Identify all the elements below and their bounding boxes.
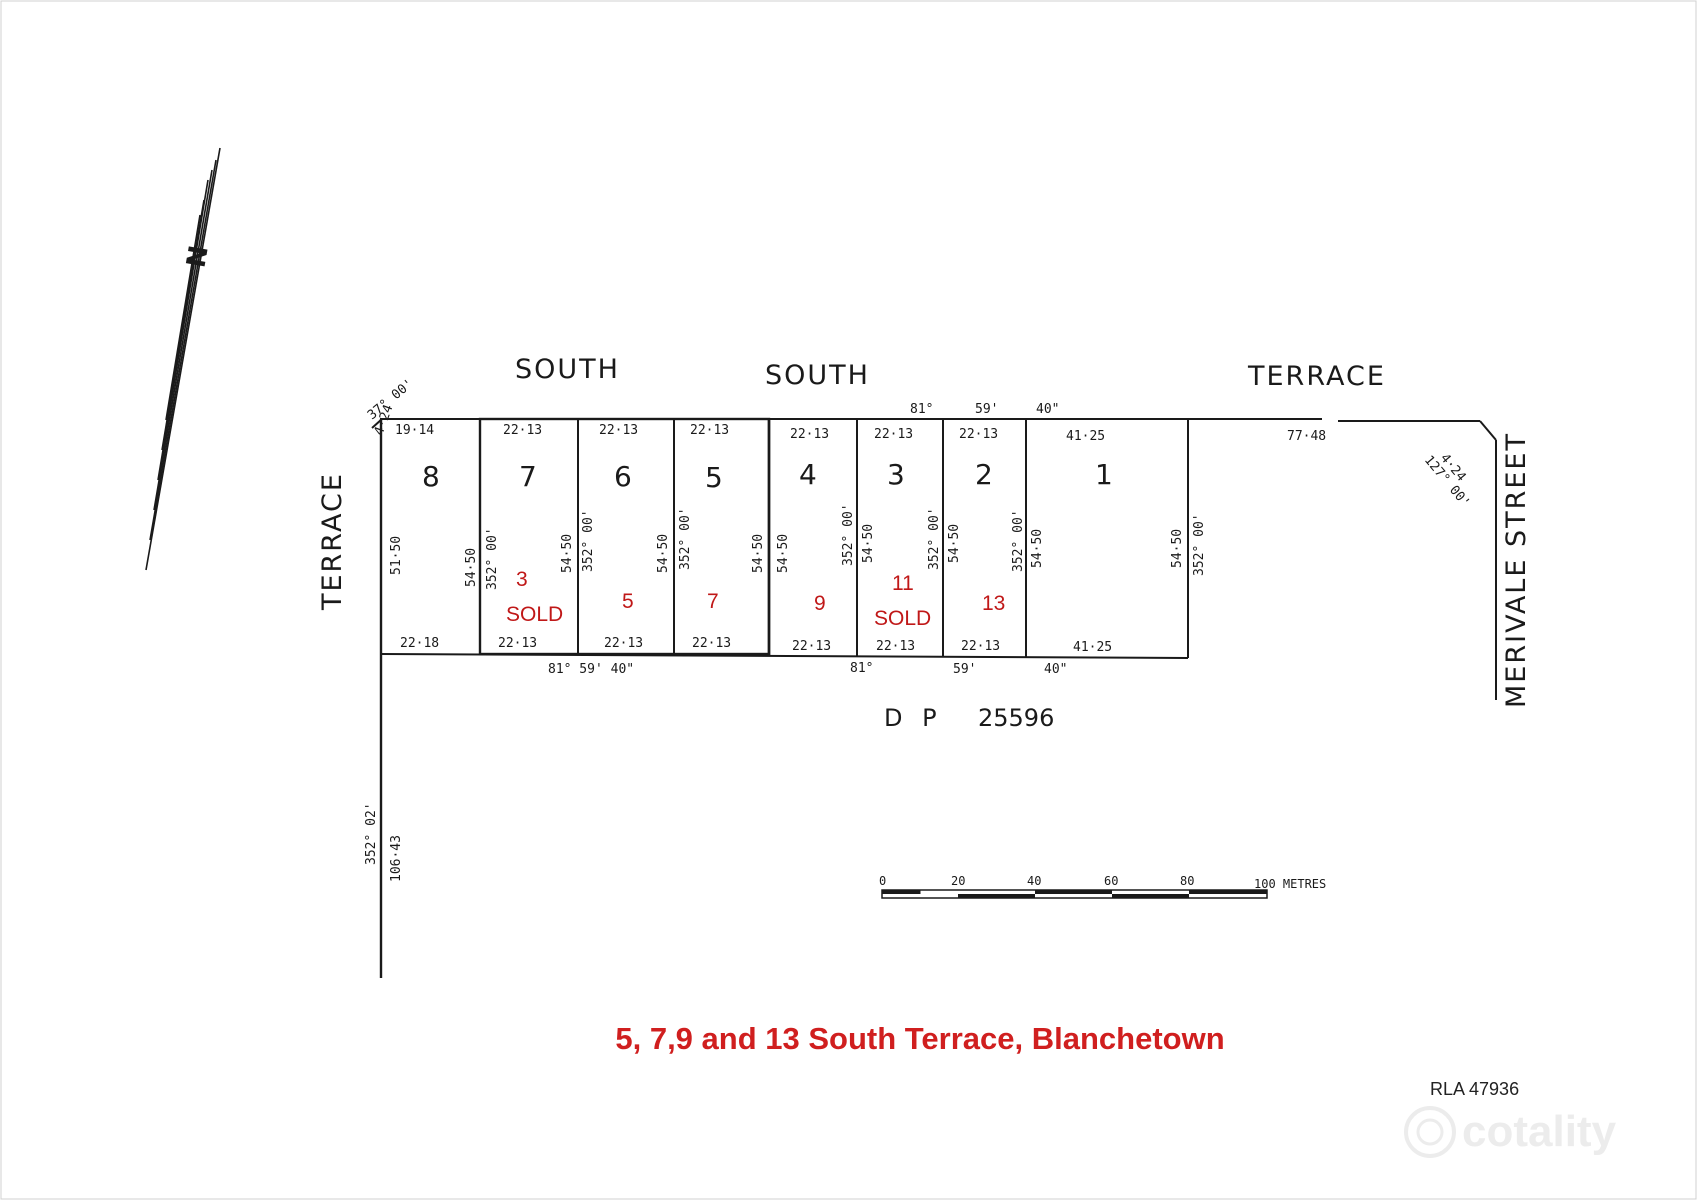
lot-dim-side: 54·50 [776, 534, 791, 573]
lot-bearing-side: 352° 00' [678, 507, 693, 570]
left-road-bearing: 352° 02' [364, 802, 379, 865]
lot-side-dimensions: 51·50 54·50 352° 00' 54·50 352° 00' 54·5… [389, 503, 1207, 590]
bearing-bottom-sec: 40" [1044, 662, 1067, 677]
lot-dim-top: 22·13 [959, 427, 998, 442]
lot-number: 2 [975, 458, 993, 491]
lot-dim-top: 22·13 [874, 427, 913, 442]
left-road-dist: 106·43 [389, 835, 404, 882]
lot-bearing-side: 352° 00' [841, 503, 856, 566]
lot-number: 6 [614, 460, 632, 493]
scale-tick: 0 [879, 874, 886, 888]
cotality-logo-icon [1404, 1106, 1456, 1158]
address-number: 9 [814, 592, 826, 615]
lot-number: 1 [1095, 458, 1113, 491]
lot-dim-top: 22·13 [599, 423, 638, 438]
address-overlays: 3 SOLD 5 7 9 11 SOLD 13 [506, 568, 1005, 630]
bearing-bottom-deg: 81° [850, 661, 873, 676]
lot-dim-top: 19·14 [395, 423, 434, 438]
lot-dim-side: 54·50 [947, 524, 962, 563]
lot-dim-side: 54·50 [1030, 529, 1045, 568]
lot-dim-top: 22·13 [790, 427, 829, 442]
lot-dim-bottom: 22·13 [792, 639, 831, 654]
lot-dim-top: 41·25 [1066, 429, 1105, 444]
lot-dim-bottom: 22·13 [876, 639, 915, 654]
scale-end-label: 100 METRES [1254, 877, 1326, 891]
north-arrow-label: N [181, 243, 214, 270]
boundary-lines [371, 417, 1497, 978]
lot-dim-bottom: 41·25 [1073, 640, 1112, 655]
bearing-bottom-min: 59' [953, 662, 976, 677]
address-number: 7 [707, 590, 719, 613]
lot-top-dimensions: 19·14 22·13 22·13 22·13 22·13 22·13 22·1… [395, 423, 1105, 444]
lot-number: 7 [519, 460, 537, 493]
lot-dim-side: 54·50 [560, 534, 575, 573]
lot-dim-side: 54·50 [751, 534, 766, 573]
dp-number: 25596 [978, 704, 1054, 732]
lot-dim-bottom: 22·13 [498, 636, 537, 651]
frontage-right: 77·48 [1287, 429, 1326, 444]
bearing-bottom-left: 81° 59' 40" [548, 662, 634, 677]
lot-dim-top: 22·13 [503, 423, 542, 438]
lot-bearing-side: 352° 00' [485, 527, 500, 590]
street-south-left: SOUTH [515, 354, 620, 385]
scale-tick: 80 [1180, 874, 1194, 888]
lot-number: 4 [799, 458, 817, 491]
lot-dim-bottom: 22·13 [961, 639, 1000, 654]
dp-label: D P [884, 704, 943, 732]
scale-tick: 20 [951, 874, 965, 888]
scale-tick: 60 [1104, 874, 1118, 888]
rla-number: RLA 47936 [1430, 1079, 1519, 1099]
street-terrace-left: TERRACE [317, 472, 348, 611]
lot-bearing-side: 352° 00' [927, 507, 942, 570]
north-arrow-icon [145, 147, 221, 571]
lot-bearing-side: 352° 00' [1192, 513, 1207, 576]
lot-dim-side: 51·50 [389, 536, 404, 575]
lot-number: 5 [705, 461, 723, 494]
lot-dim-bottom: 22·13 [604, 636, 643, 651]
street-merivale: MERIVALE STREET [1501, 432, 1532, 708]
bearing-top-min: 59' [975, 402, 998, 417]
scale-bar: 0 20 40 60 80 100 METRES [879, 874, 1326, 899]
lot-dim-bottom: 22·18 [400, 636, 439, 651]
scale-tick: 40 [1027, 874, 1041, 888]
sold-badge: SOLD [874, 607, 931, 630]
lot-dim-side: 54·50 [861, 524, 876, 563]
lot-bearing-side: 352° 00' [1011, 509, 1026, 572]
lot-number: 3 [887, 458, 905, 491]
lot-numbers: 8 7 6 5 4 3 2 1 [422, 458, 1113, 494]
bearing-top-deg: 81° [910, 402, 933, 417]
lot-dim-side: 54·50 [1170, 529, 1185, 568]
street-south-mid: SOUTH [765, 360, 870, 391]
lot-dim-bottom: 22·13 [692, 636, 731, 651]
street-terrace-top: TERRACE [1247, 361, 1386, 392]
property-caption: 5, 7,9 and 13 South Terrace, Blanchetown [615, 1021, 1224, 1056]
lot-bottom-dimensions: 22·18 22·13 22·13 22·13 22·13 22·13 22·1… [400, 636, 1112, 655]
lot-dim-side: 54·50 [464, 548, 479, 587]
address-number: 5 [622, 590, 634, 613]
lot-dim-side: 54·50 [656, 534, 671, 573]
cotality-watermark: cotality [1462, 1107, 1617, 1156]
address-number: 11 [892, 572, 914, 595]
lot-bearing-side: 352° 00' [581, 509, 596, 572]
sold-badge: SOLD [506, 603, 563, 626]
address-number: 13 [982, 592, 1005, 615]
lot-number: 8 [422, 460, 440, 493]
bearing-top-sec: 40" [1036, 402, 1059, 417]
address-number: 3 [516, 568, 528, 591]
lot-dim-top: 22·13 [690, 423, 729, 438]
